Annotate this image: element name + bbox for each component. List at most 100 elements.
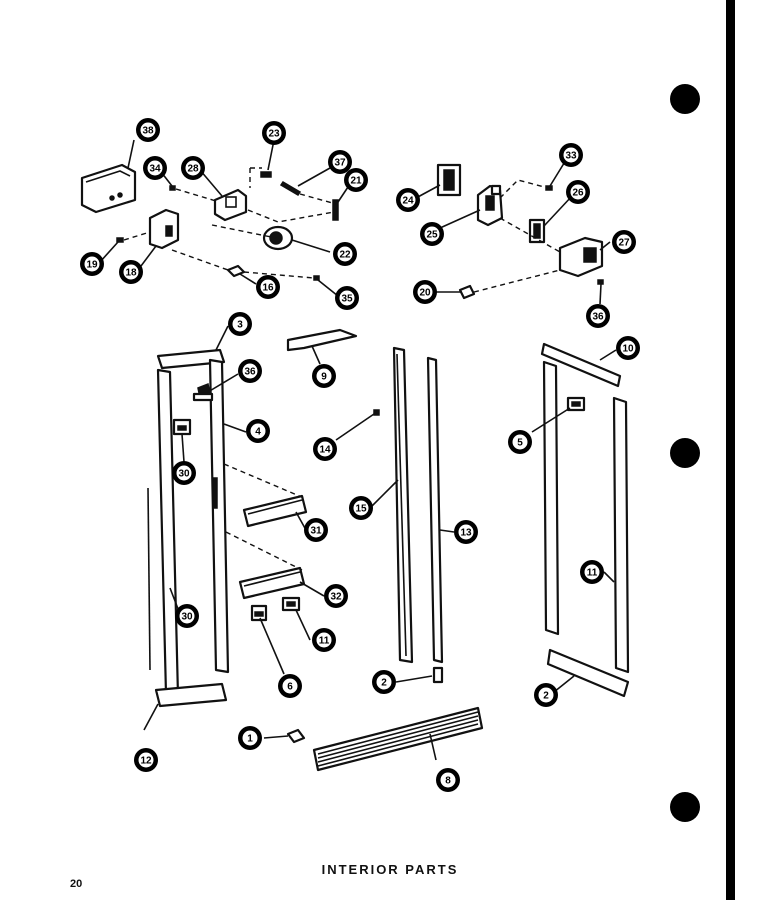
callout-11: 11 — [580, 560, 604, 584]
callout-label: 20 — [419, 288, 431, 299]
part-small-plate — [528, 218, 546, 244]
page-title: INTERIOR PARTS — [321, 862, 459, 877]
part-screw-34 — [169, 185, 176, 191]
part-hinge-bracket — [192, 382, 214, 402]
callout-label: 8 — [445, 776, 451, 787]
callout-label: 34 — [149, 164, 161, 175]
callout-label: 1 — [247, 734, 253, 745]
callout-2: 2 — [372, 670, 396, 694]
callout-5: 5 — [508, 430, 532, 454]
part-top-rail-left — [156, 348, 226, 370]
callout-1: 1 — [238, 726, 262, 750]
part-screw-36-top — [597, 279, 604, 285]
callout-12: 12 — [134, 748, 158, 772]
callout-label: 13 — [460, 528, 472, 539]
binder-hole-middle — [670, 438, 700, 468]
part-spring-23 — [260, 171, 272, 178]
part-light-housing — [558, 236, 604, 278]
part-plate — [436, 163, 462, 197]
callout-27: 27 — [612, 230, 636, 254]
callout-10: 10 — [616, 336, 640, 360]
part-screw-14 — [373, 409, 380, 416]
part-shelf-bracket-31 — [242, 494, 308, 528]
callout-label: 25 — [426, 230, 438, 241]
callout-label: 36 — [244, 367, 256, 378]
callout-label: 33 — [565, 151, 577, 162]
callout-label: 11 — [587, 568, 598, 579]
callout-label: 9 — [321, 372, 327, 383]
callout-30: 30 — [172, 461, 196, 485]
part-strip-15 — [392, 346, 414, 664]
callout-28: 28 — [181, 156, 205, 180]
part-top-rail-right — [540, 342, 622, 388]
part-screw-35 — [313, 275, 320, 281]
callout-19: 19 — [80, 252, 104, 276]
page-edge-bar — [726, 0, 735, 900]
callout-label: 2 — [381, 678, 387, 689]
part-strip-13 — [426, 356, 444, 664]
part-shelf-bracket-32 — [238, 566, 306, 600]
callout-23: 23 — [262, 121, 286, 145]
callout-30: 30 — [175, 604, 199, 628]
callout-8: 8 — [436, 768, 460, 792]
part-bottom-rail-left — [154, 682, 228, 708]
part-clip-8 — [286, 728, 306, 744]
callout-9: 9 — [312, 364, 336, 388]
callout-32: 32 — [324, 584, 348, 608]
callout-label: 19 — [86, 260, 98, 271]
callout-label: 15 — [355, 504, 367, 515]
callout-label: 38 — [142, 126, 154, 137]
callout-3: 3 — [228, 312, 252, 336]
part-pin-21 — [332, 199, 339, 221]
callout-2: 2 — [534, 683, 558, 707]
callout-26: 26 — [566, 180, 590, 204]
part-shelf-9 — [286, 328, 358, 352]
callout-label: 2 — [543, 691, 549, 702]
part-screw-19 — [116, 237, 124, 243]
callout-16: 16 — [256, 275, 280, 299]
part-clip-12 — [432, 666, 444, 684]
callout-label: 4 — [255, 427, 261, 438]
part-hinge-11-right — [566, 396, 586, 412]
callout-34: 34 — [143, 156, 167, 180]
callout-18: 18 — [119, 260, 143, 284]
callout-label: 21 — [350, 176, 362, 187]
callout-21: 21 — [344, 168, 368, 192]
part-grille — [312, 706, 484, 772]
callout-4: 4 — [246, 419, 270, 443]
callout-36: 36 — [238, 359, 262, 383]
callout-label: 24 — [402, 196, 414, 207]
callout-6: 6 — [278, 674, 302, 698]
callout-label: 10 — [622, 344, 634, 355]
binder-hole-bottom — [670, 792, 700, 822]
part-hinge-30-bottom — [250, 604, 268, 622]
part-screw-37 — [279, 180, 302, 197]
callout-label: 26 — [572, 188, 584, 199]
part-control-housing — [80, 163, 137, 214]
callout-label: 11 — [319, 636, 330, 647]
part-knob — [262, 225, 294, 251]
part-clip-20 — [458, 284, 476, 300]
part-right-stile — [208, 358, 230, 674]
callout-label: 18 — [125, 268, 137, 279]
callout-label: 22 — [339, 250, 351, 261]
callout-label: 27 — [618, 238, 630, 249]
part-right-left-stile — [542, 360, 560, 636]
page-number: 20 — [70, 878, 83, 890]
callout-20: 20 — [413, 280, 437, 304]
callout-36: 36 — [586, 304, 610, 328]
callout-label: 23 — [268, 129, 280, 140]
callout-13: 13 — [454, 520, 478, 544]
callout-label: 14 — [319, 445, 331, 456]
callout-38: 38 — [136, 118, 160, 142]
part-hinge-30-top — [172, 418, 192, 436]
part-hinge-11-center — [281, 596, 301, 612]
callout-label: 3 — [237, 320, 243, 331]
callout-label: 36 — [592, 312, 604, 323]
callout-31: 31 — [304, 518, 328, 542]
callout-label: 32 — [330, 592, 342, 603]
part-bottom-rail-right — [546, 648, 630, 698]
callout-label: 6 — [287, 682, 293, 693]
